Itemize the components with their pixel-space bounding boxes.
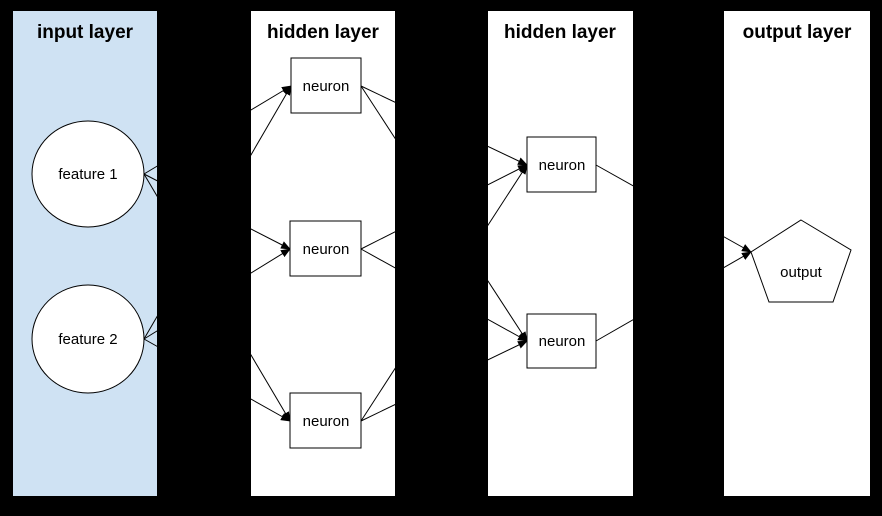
nodes — [31, 57, 852, 449]
edge-feature2-h1neuron2 — [143, 248, 291, 340]
edge-feature2-h1neuron1 — [143, 85, 292, 340]
h1-neuron-1-node — [290, 57, 362, 114]
h1-neuron-3-node — [289, 392, 362, 449]
hidden-layer-2-panel — [488, 11, 633, 496]
edge-feature1-h1neuron3 — [143, 173, 291, 422]
edge-h1neuron3-h2neuron1 — [360, 164, 528, 422]
h2-neuron-1-node — [526, 136, 597, 193]
feature-1-label: feature 1 — [58, 166, 117, 183]
h2-neuron-2-node — [526, 313, 597, 369]
edge-h1neuron3-h2neuron2 — [360, 340, 528, 422]
edge-h1neuron1-h2neuron2 — [360, 85, 528, 342]
h2-neuron-2-label: neuron — [539, 333, 586, 350]
edge-h2neuron1-output — [595, 164, 752, 253]
hidden-layer-2-title: hidden layer — [504, 22, 617, 43]
edge-h2neuron2-output — [595, 251, 752, 342]
hidden-layer-1-title: hidden layer — [267, 22, 380, 43]
edge-feature1-h1neuron2 — [143, 173, 291, 250]
h1-neuron-3-label: neuron — [303, 413, 350, 430]
feature-1-node — [31, 120, 145, 228]
edges — [143, 85, 752, 422]
h1-neuron-2-node — [289, 220, 362, 277]
edge-h1neuron1-h2neuron1 — [360, 85, 528, 166]
input-layer-title: input layer — [37, 22, 134, 43]
feature-2-label: feature 2 — [58, 331, 117, 348]
h1-neuron-2-label: neuron — [303, 241, 350, 258]
edge-feature1-h1neuron1 — [143, 85, 292, 175]
h1-neuron-1-label: neuron — [303, 78, 350, 95]
edge-feature2-h1neuron3 — [143, 338, 291, 422]
labels: input layer hidden layer hidden layer ou… — [37, 22, 852, 430]
output-label: output — [780, 264, 823, 281]
feature-2-node — [31, 284, 145, 394]
edge-h1neuron2-h2neuron2 — [360, 248, 528, 342]
output-layer-title: output layer — [743, 22, 852, 43]
input-layer-panel — [13, 11, 157, 496]
edge-h1neuron2-h2neuron1 — [360, 164, 528, 250]
output-node — [750, 219, 852, 303]
h2-neuron-1-label: neuron — [539, 157, 586, 174]
